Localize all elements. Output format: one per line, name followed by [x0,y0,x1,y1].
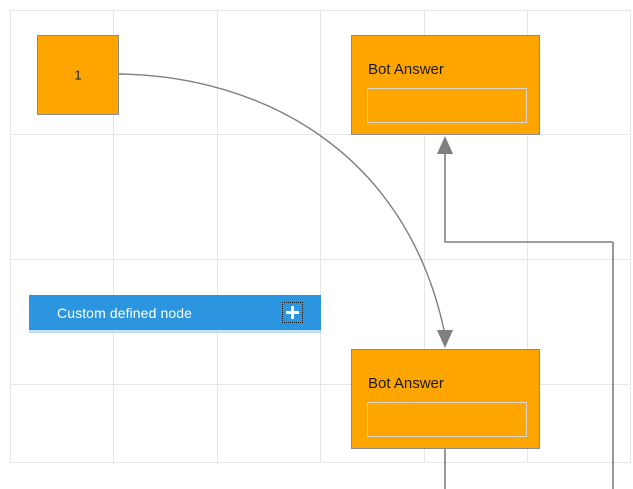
node-bot-answer-bottom-label: Bot Answer [368,375,444,392]
add-node-button[interactable] [282,302,303,323]
node-bot-answer-top-slot[interactable] [367,88,527,123]
custom-defined-node-label: Custom defined node [57,304,192,321]
connector-curve-start-to-bot-answer-bottom[interactable] [118,73,445,331]
plus-icon [286,306,299,319]
connector-orthogonal-bot-answer-bottom-to-top[interactable] [444,152,613,243]
node-start-label: 1 [74,67,82,83]
custom-defined-node-bar[interactable]: Custom defined node [29,295,321,330]
arrowhead-up-icon [437,136,453,154]
node-bot-answer-bottom-slot[interactable] [367,402,527,437]
node-bot-answer-bottom[interactable]: Bot Answer [351,349,540,449]
node-start[interactable]: 1 [37,35,119,115]
node-bot-answer-top[interactable]: Bot Answer [351,35,540,135]
arrowhead-down-icon [437,330,453,348]
node-bot-answer-top-label: Bot Answer [368,61,444,78]
